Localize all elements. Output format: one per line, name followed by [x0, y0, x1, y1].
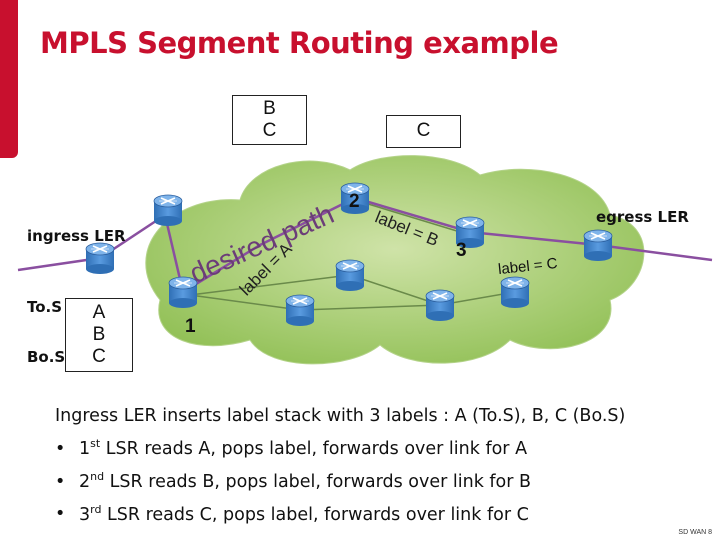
label-stack-bc: B C: [232, 95, 307, 145]
node-3-number: 3: [456, 240, 467, 261]
egress-ler-label: egress LER: [596, 208, 689, 226]
label-stack-c: C: [386, 115, 461, 148]
ingress-ler-label: ingress LER: [27, 227, 126, 245]
accent-bar: [0, 0, 18, 158]
footer: SD WAN 8: [678, 529, 712, 536]
list-item: •2nd LSR reads B, pops label, forwards o…: [55, 469, 532, 492]
label-stack-abc: A B C: [65, 298, 133, 372]
forwarding-path: [17, 196, 713, 294]
list-item: •1st LSR reads A, pops label, forwards o…: [55, 437, 528, 459]
bos-label: Bo.S: [27, 348, 66, 366]
router-icon: [285, 294, 315, 327]
stack-entry: B: [92, 324, 106, 345]
stack-entry: A: [92, 302, 106, 323]
router-icon: [153, 194, 183, 227]
stack-entry: C: [416, 120, 431, 141]
list-item: •3rd LSR reads C, pops label, forwards o…: [55, 502, 529, 525]
description: Ingress LER inserts label stack with 3 l…: [55, 402, 625, 528]
stack-entry: B: [263, 98, 276, 119]
stack-entry: C: [262, 120, 277, 141]
router-icon: [335, 259, 365, 292]
node-1-number: 1: [185, 316, 196, 337]
node-2-number: 2: [349, 191, 360, 212]
description-intro: Ingress LER inserts label stack with 3 l…: [55, 406, 626, 426]
stack-entry: C: [92, 346, 106, 367]
tos-label: To.S: [27, 298, 63, 316]
router-1-icon: [168, 276, 198, 309]
page-title: MPLS Segment Routing example: [40, 26, 559, 60]
egress-router-icon: [583, 229, 613, 262]
ingress-router-icon: [85, 242, 115, 275]
router-icon: [425, 289, 455, 322]
router-icon: [500, 276, 530, 309]
